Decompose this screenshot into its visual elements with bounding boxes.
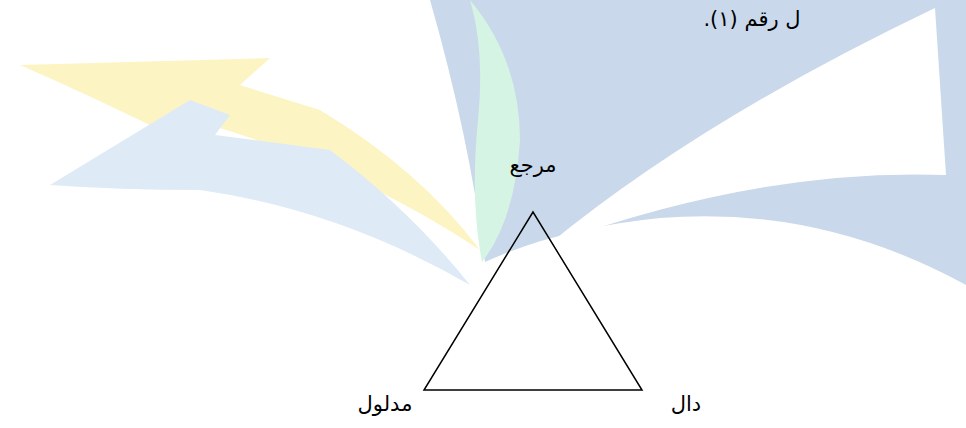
- apex-label: مرجع: [510, 153, 557, 178]
- vertex-label: دال: [671, 392, 701, 417]
- book-page: [548, 8, 946, 245]
- green-leaf: [470, 0, 520, 262]
- book-watermark: [430, 0, 966, 285]
- figure-caption-fragment: ل رقم (١).: [703, 7, 800, 32]
- vertex-label: مدلول: [358, 392, 413, 417]
- blue-feather: [50, 100, 470, 285]
- semiotic-triangle: [424, 212, 642, 390]
